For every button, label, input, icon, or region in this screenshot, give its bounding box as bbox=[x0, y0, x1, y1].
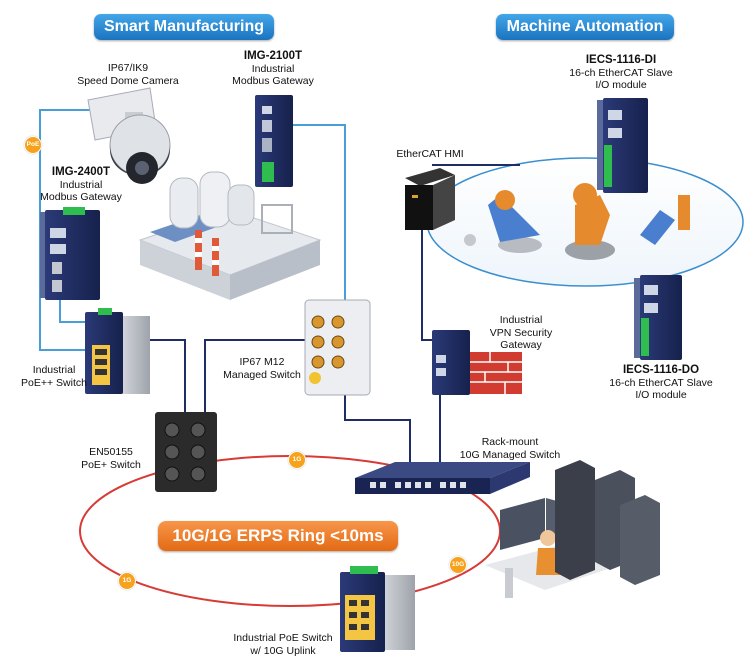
uplink-switch-label: Industrial PoE Switch w/ 10G Uplink bbox=[218, 632, 348, 657]
erps-ring-label: 10G/1G ERPS Ring <10ms bbox=[158, 521, 398, 551]
link-m12-en50155 bbox=[204, 339, 305, 412]
ring-speed-badge-top: 1G bbox=[288, 451, 306, 469]
firewall-icon bbox=[470, 352, 522, 394]
industrial-poe-switch-icon bbox=[85, 308, 150, 394]
rackmount-line2: 10G Managed Switch bbox=[459, 448, 561, 461]
m12-switch-label: IP67 M12 Managed Switch bbox=[212, 356, 312, 381]
smart-manufacturing-header: Smart Manufacturing bbox=[94, 14, 274, 40]
img-2400t-line2: Modbus Gateway bbox=[40, 191, 122, 203]
machine-automation-header: Machine Automation bbox=[496, 14, 674, 40]
iecs-do-model: IECS-1116-DO bbox=[622, 364, 700, 376]
iecs-1116-di-module-icon bbox=[597, 98, 648, 193]
rackmount-10g-switch-icon bbox=[355, 462, 530, 494]
poe-switch-line2: PoE++ Switch bbox=[21, 376, 87, 389]
vpn-label: Industrial VPN Security Gateway bbox=[476, 314, 566, 352]
img-2400t-gateway-icon bbox=[40, 207, 100, 300]
iecs-do-line2: I/O module bbox=[635, 389, 687, 401]
vpn-security-gateway-icon bbox=[432, 330, 470, 395]
vpn-line3: Gateway bbox=[500, 339, 542, 351]
img-2400t-line1: Industrial bbox=[59, 178, 103, 191]
img-2100t-label: IMG-2100T Industrial Modbus Gateway bbox=[218, 50, 328, 88]
rackmount-label: Rack-mount 10G Managed Switch bbox=[450, 436, 570, 461]
industrial-poe-10g-switch-icon bbox=[340, 566, 415, 652]
uplink-switch-line2: w/ 10G Uplink bbox=[250, 644, 316, 657]
img-2400t-model: IMG-2400T bbox=[51, 166, 111, 178]
en50155-poe-switch-icon bbox=[155, 412, 217, 492]
iecs-do-line1: 16-ch EtherCAT Slave bbox=[609, 376, 713, 389]
iecs-di-model: IECS-1116-DI bbox=[585, 54, 657, 66]
uplink-switch-line1: Industrial PoE Switch bbox=[233, 632, 333, 644]
link-img2100-m12 bbox=[290, 124, 346, 300]
ethercat-hmi-line1: EtherCAT HMI bbox=[396, 148, 464, 160]
img-2100t-gateway-icon bbox=[255, 95, 293, 187]
control-room-illustration bbox=[485, 460, 660, 598]
en50155-line1: EN50155 bbox=[89, 446, 133, 458]
ring-speed-badge-left: 1G bbox=[118, 572, 136, 590]
camera-label: IP67/IK9 Speed Dome Camera bbox=[68, 62, 188, 87]
iecs-1116-do-module-icon bbox=[634, 275, 682, 360]
link-img2400-poe bbox=[59, 300, 88, 323]
m12-switch-line2: Managed Switch bbox=[223, 368, 301, 381]
m12-switch-line1: IP67 M12 bbox=[239, 356, 285, 368]
poe-switch-line1: Industrial bbox=[32, 364, 76, 376]
link-m12-rackmount bbox=[344, 395, 411, 465]
img-2100t-model: IMG-2100T bbox=[243, 50, 303, 62]
iecs-di-line1: 16-ch EtherCAT Slave bbox=[569, 66, 673, 79]
vpn-line2: VPN Security bbox=[489, 326, 553, 339]
ethercat-hmi-label: EtherCAT HMI bbox=[392, 148, 468, 161]
rackmount-line1: Rack-mount bbox=[481, 436, 539, 448]
ring-speed-badge-right: 10G bbox=[449, 556, 467, 574]
ip67-m12-switch-icon bbox=[304, 299, 371, 396]
poe-switch-label: Industrial PoE++ Switch bbox=[4, 364, 104, 389]
vpn-line1: Industrial bbox=[499, 314, 543, 326]
iecs-di-line2: I/O module bbox=[595, 79, 647, 91]
camera-label-line2: Speed Dome Camera bbox=[77, 74, 179, 87]
camera-label-line1: IP67/IK9 bbox=[107, 62, 149, 74]
img-2100t-line2: Modbus Gateway bbox=[232, 75, 314, 87]
robot-arms-illustration bbox=[464, 183, 690, 260]
ethercat-hmi-icon bbox=[405, 168, 455, 230]
en50155-label: EN50155 PoE+ Switch bbox=[66, 446, 156, 471]
iecs-di-label: IECS-1116-DI 16-ch EtherCAT Slave I/O mo… bbox=[556, 54, 686, 92]
factory-illustration bbox=[138, 171, 322, 300]
img-2100t-line1: Industrial bbox=[251, 62, 295, 75]
speed-dome-camera-icon bbox=[87, 87, 171, 184]
iecs-do-label: IECS-1116-DO 16-ch EtherCAT Slave I/O mo… bbox=[596, 364, 726, 402]
poe-badge: PoE bbox=[24, 136, 42, 154]
en50155-line2: PoE+ Switch bbox=[81, 458, 141, 471]
img-2400t-label: IMG-2400T Industrial Modbus Gateway bbox=[26, 166, 136, 204]
